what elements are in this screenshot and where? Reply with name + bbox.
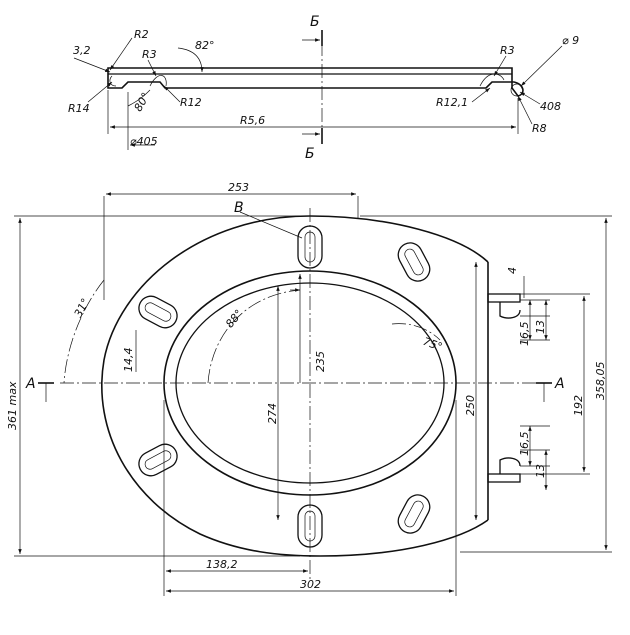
leader-r12-1 bbox=[471, 87, 491, 103]
dim-82deg: 82° bbox=[195, 39, 215, 52]
dim-3-2: 3,2 bbox=[73, 44, 91, 57]
dim-250: 250 bbox=[464, 395, 477, 416]
dim-r12-1: R12,1 bbox=[436, 96, 468, 109]
dim-88deg: 88° bbox=[223, 307, 245, 330]
dim-138-2: 138,2 bbox=[206, 558, 238, 571]
dim-r12: R12 bbox=[180, 96, 202, 109]
dim-dia-405: ⌀405 bbox=[130, 135, 158, 148]
dim-31deg: 31° bbox=[72, 296, 93, 319]
dim-80deg: 80° bbox=[132, 90, 153, 113]
leader-r3-left bbox=[147, 59, 157, 77]
dim-r3-right: R3 bbox=[500, 44, 515, 57]
label-a-right: A bbox=[554, 376, 565, 392]
side-profile-view: Б Б 3,2 R2 R3 82° R3 ⌀ 9 R14 80° R12 R12… bbox=[68, 14, 579, 162]
dim-dia-9: ⌀ 9 bbox=[562, 34, 579, 47]
dim-r14: R14 bbox=[68, 102, 90, 115]
angle-31-arc bbox=[63, 279, 105, 384]
bumper-slot-right-top bbox=[397, 242, 431, 282]
leader-3-2 bbox=[73, 57, 111, 73]
leader-r3-right bbox=[493, 55, 507, 77]
dim-r5-6: 408 bbox=[540, 100, 561, 113]
profile-right-fillet bbox=[479, 73, 505, 87]
dim-16-5-top: 16,5 bbox=[518, 322, 531, 347]
plan-view: A A В 253 361 max 31° 14,4 88° 235 75° bbox=[6, 181, 612, 596]
dim-75deg: 75° bbox=[421, 335, 444, 354]
dim-r8: R8 bbox=[532, 122, 547, 135]
label-b-top: Б bbox=[310, 14, 320, 30]
dim-hinge-4: 4 bbox=[506, 267, 519, 274]
angle-75-arc bbox=[391, 323, 441, 341]
dim-14-4: 14,4 bbox=[122, 348, 135, 373]
dim-r3-left: R3 bbox=[142, 48, 157, 61]
hinge-top bbox=[487, 293, 521, 319]
leader-r12 bbox=[163, 85, 181, 103]
angle-80-arc bbox=[127, 89, 151, 107]
label-v: В bbox=[234, 200, 244, 216]
dim-358-05: 358,05 bbox=[594, 362, 607, 401]
leader-r8 bbox=[517, 95, 533, 125]
dim-16-5-bottom: 16,5 bbox=[518, 432, 531, 457]
dim-r2: R2 bbox=[134, 28, 149, 41]
bumper-slot-left-top bbox=[138, 295, 178, 329]
dim-253: 253 bbox=[228, 181, 249, 194]
hinge-bottom bbox=[487, 457, 521, 483]
dim-235: 235 bbox=[314, 351, 327, 372]
bumper-slot-right-bottom bbox=[397, 494, 431, 534]
hinge-hole-circle bbox=[510, 83, 524, 97]
angle-82-arc bbox=[177, 47, 204, 73]
leader-r14 bbox=[87, 81, 113, 103]
dim-13-top: 13 bbox=[534, 320, 547, 334]
dim-361-max: 361 max bbox=[6, 381, 19, 430]
dim-274: 274 bbox=[266, 403, 279, 424]
angle-88-arc bbox=[207, 289, 301, 384]
seat-outer-outline bbox=[101, 215, 489, 557]
leader-dia-9 bbox=[520, 45, 563, 87]
dim-408: R5,6 bbox=[240, 114, 265, 127]
dim-302: 302 bbox=[300, 578, 321, 591]
profile-left-fillet bbox=[109, 75, 117, 87]
leader-r5-6 bbox=[519, 91, 541, 105]
bumper-slot-left-bottom bbox=[138, 443, 178, 477]
dim-13-bottom: 13 bbox=[534, 464, 547, 478]
profile-inner-fillet bbox=[149, 75, 167, 87]
label-b-bottom: Б bbox=[305, 146, 315, 162]
dim-192: 192 bbox=[572, 395, 585, 416]
leader-r2 bbox=[109, 37, 133, 71]
label-a-left: A bbox=[25, 376, 36, 392]
